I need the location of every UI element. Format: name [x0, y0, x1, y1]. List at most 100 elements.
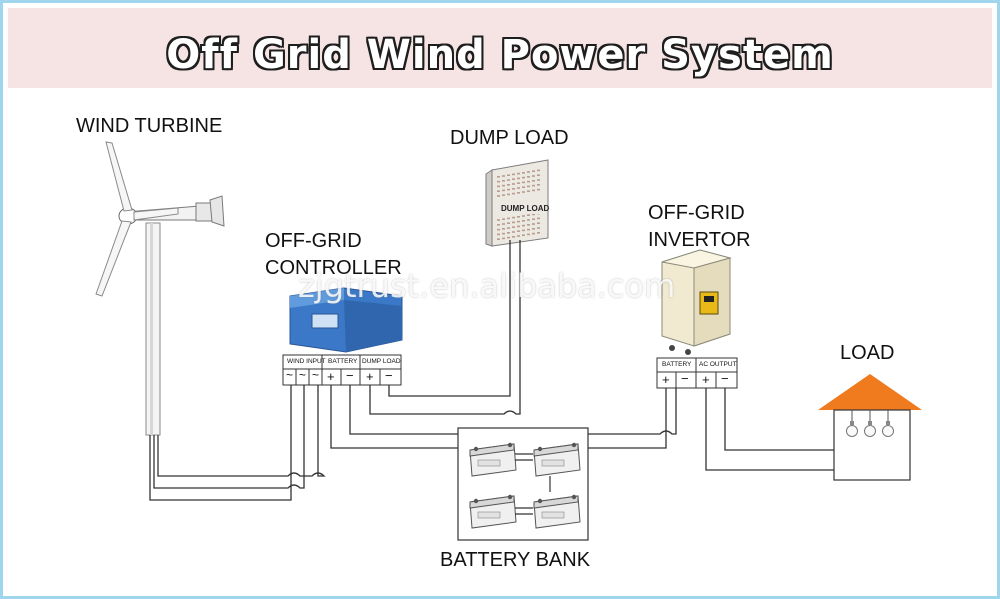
- vent-slot: [532, 170, 535, 172]
- vent-slot: [507, 193, 510, 196]
- vent-slot: [507, 179, 510, 181]
- vent-slot: [497, 190, 500, 192]
- controller-battery-minus: −: [346, 368, 354, 383]
- vent-slot: [527, 171, 530, 173]
- watermark: zjgtrust.en.alibaba.com: [298, 267, 676, 305]
- vent-slot: [512, 173, 515, 176]
- battery-cell: [533, 494, 581, 529]
- vent-slot: [522, 220, 525, 222]
- vent-slot: [502, 237, 505, 240]
- light-bulb-icon: [864, 410, 876, 437]
- vent-slot: [532, 223, 535, 225]
- vent-slot: [517, 192, 520, 194]
- load-label: LOAD: [840, 342, 895, 364]
- controller-dump-minus: −: [385, 368, 393, 383]
- vent-slot: [517, 177, 520, 180]
- invertor-battery-minus: −: [681, 371, 689, 386]
- vent-slot: [502, 223, 505, 225]
- dump-load-label: DUMP LOAD: [450, 127, 569, 149]
- vent-slot: [512, 221, 515, 224]
- vent-slot: [527, 180, 530, 183]
- vent-slot: [497, 233, 500, 236]
- vent-slot: [527, 224, 530, 226]
- vent-slot: [527, 233, 530, 236]
- battery-cell: [533, 442, 581, 477]
- wind-turbine-graphic: [95, 141, 225, 436]
- vent-slot: [497, 185, 500, 188]
- vent-slot: [507, 174, 510, 176]
- vent-slot: [522, 229, 525, 232]
- vent-slot: [522, 224, 525, 227]
- vent-slot: [517, 235, 520, 237]
- wind-turbine-label: WIND TURBINE: [76, 115, 223, 137]
- vent-slot: [517, 216, 520, 218]
- battery-bank-label: BATTERY BANK: [440, 549, 591, 571]
- controller-wind-input-label: WIND INPUT: [287, 358, 326, 365]
- vent-slot: [502, 218, 505, 220]
- controller-battery-plus: +: [327, 369, 335, 384]
- vent-slot: [537, 184, 540, 186]
- vent-slot: [512, 188, 515, 190]
- vent-slot: [502, 184, 505, 187]
- vent-slot: [537, 179, 540, 181]
- vent-slot: [532, 228, 535, 230]
- vent-slot: [522, 176, 525, 179]
- invertor-unit: [661, 249, 732, 355]
- vent-slot: [497, 180, 500, 183]
- battery-cell: [469, 442, 517, 477]
- battery-cells: [469, 442, 581, 529]
- invertor-battery-label: BATTERY: [662, 361, 692, 368]
- vent-slot: [517, 220, 520, 223]
- vent-slot: [512, 226, 515, 228]
- dump-load-unit: [485, 159, 549, 247]
- vent-slot: [532, 189, 535, 192]
- vent-slot: [502, 180, 505, 182]
- vent-slot: [532, 218, 535, 220]
- invertor-label-line2: INVERTOR: [648, 229, 751, 251]
- vent-slot: [502, 232, 505, 235]
- vent-slot: [537, 169, 540, 172]
- vent-slot: [502, 228, 505, 230]
- controller-label-line1: OFF-GRID: [265, 230, 362, 252]
- vent-slot: [522, 215, 525, 217]
- vent-slot: [532, 184, 535, 187]
- diagram-title: Off Grid Wind Power System: [166, 32, 834, 78]
- controller-wind-terminal-1: ~: [286, 368, 294, 382]
- vent-slot: [537, 217, 540, 220]
- title-banner: Off Grid Wind Power System: [8, 8, 992, 88]
- vent-slot: [537, 174, 540, 176]
- vent-slot: [537, 188, 540, 191]
- invertor-ac-plus: +: [702, 372, 710, 387]
- vent-slot: [507, 232, 510, 234]
- light-bulbs: [846, 410, 894, 437]
- vent-slot: [512, 178, 515, 180]
- vent-slot: [507, 217, 510, 220]
- vent-slot: [512, 231, 515, 233]
- invertor-label-line1: OFF-GRID: [648, 202, 745, 224]
- controller-terminal-strip: [282, 354, 402, 386]
- vent-slot: [512, 216, 515, 219]
- invertor-ac-minus: −: [721, 371, 729, 386]
- vent-slot: [522, 186, 525, 188]
- vent-slot: [497, 224, 500, 226]
- vent-slot: [527, 228, 530, 231]
- vent-slot: [527, 176, 530, 178]
- vent-slot: [537, 232, 540, 234]
- wiring: [149, 240, 834, 501]
- controller-unit: [289, 287, 403, 353]
- battery-cell: [469, 494, 517, 529]
- vent-slot: [507, 236, 510, 239]
- vent-slot: [537, 227, 540, 229]
- vent-slot: [532, 175, 535, 177]
- vent-slot: [527, 190, 530, 192]
- vent-slot: [502, 175, 505, 177]
- vent-slot: [507, 188, 510, 191]
- vent-slot: [527, 214, 530, 216]
- vent-slot: [527, 185, 530, 188]
- vent-slot: [497, 238, 500, 240]
- vent-slot: [517, 230, 520, 232]
- vent-slot: [532, 213, 535, 216]
- controller-wind-terminal-2: ~: [299, 368, 307, 382]
- vent-slot: [497, 176, 500, 178]
